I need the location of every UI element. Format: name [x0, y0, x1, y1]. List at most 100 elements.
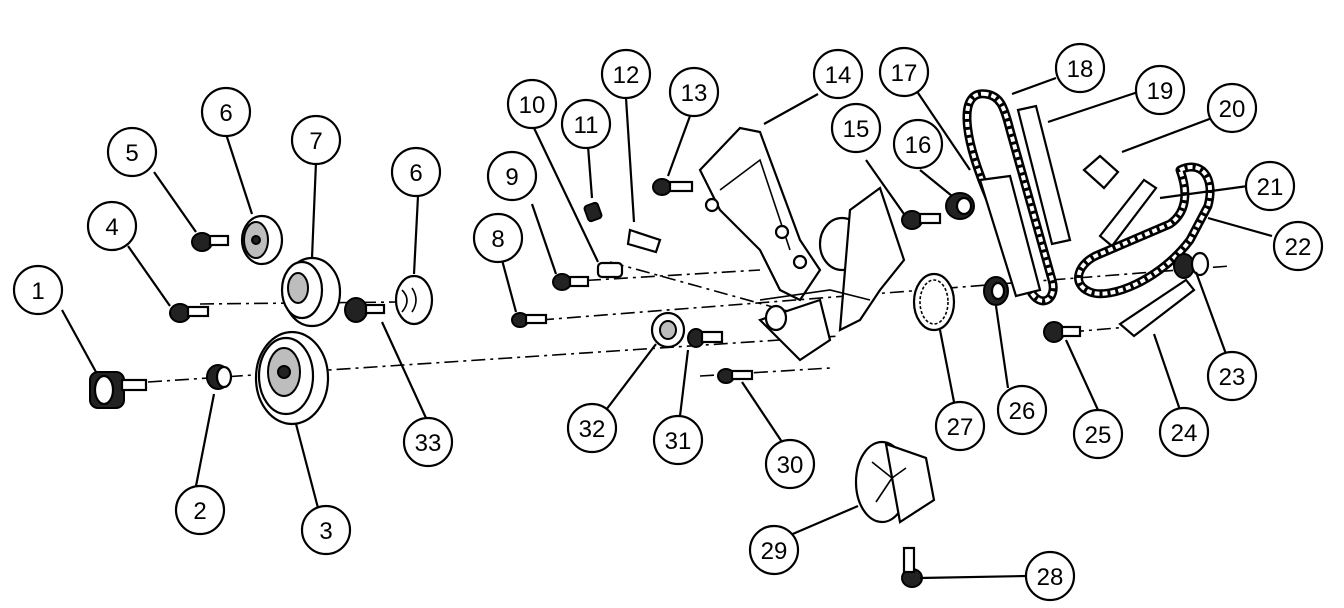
part-clip-11 — [583, 201, 603, 223]
callout-label: 8 — [491, 226, 504, 253]
part-nut-33 — [344, 297, 386, 323]
part-bracket-12 — [626, 228, 662, 254]
part-sprocket-27 — [912, 272, 956, 332]
part-guide-19 — [1016, 104, 1072, 246]
callout-label: 32 — [579, 416, 606, 443]
part-chain-22 — [1074, 162, 1215, 299]
callout-6-left: 6 — [200, 86, 252, 138]
callout-label: 1 — [31, 278, 44, 305]
part-water-pump-29 — [854, 440, 936, 524]
part-pulley-7 — [280, 256, 342, 328]
part-idler-6-left — [240, 214, 284, 266]
part-sprocket-23 — [1173, 251, 1210, 279]
callout-label: 28 — [1037, 564, 1064, 591]
callout-21: 21 — [1244, 160, 1296, 212]
part-bolt-13 — [652, 178, 694, 196]
callout-label: 2 — [193, 498, 206, 525]
callout-22: 22 — [1272, 220, 1324, 272]
part-camshaft-sprocket-assembly — [757, 186, 906, 362]
part-bolt-31 — [687, 328, 724, 348]
callout-label: 20 — [1219, 96, 1246, 123]
callout-label: 3 — [319, 518, 332, 545]
callout-2: 2 — [174, 484, 226, 536]
callout-label: 27 — [947, 414, 974, 441]
callout-label: 4 — [105, 214, 118, 241]
callout-20: 20 — [1206, 82, 1258, 134]
callout-label: 9 — [505, 164, 518, 191]
part-bolt-4 — [169, 303, 210, 323]
callout-7: 7 — [290, 114, 342, 166]
callout-16: 16 — [892, 118, 944, 170]
part-bolt-30 — [717, 368, 754, 384]
callout-19: 19 — [1134, 64, 1186, 116]
part-sprocket-26 — [983, 276, 1009, 306]
callout-27: 27 — [934, 400, 986, 452]
part-sensor-10 — [596, 261, 624, 279]
callout-1: 1 — [12, 264, 64, 316]
part-washer-32 — [650, 311, 686, 349]
callout-label: 25 — [1085, 422, 1112, 449]
callout-label: 6 — [409, 160, 422, 187]
callout-28: 28 — [1024, 550, 1076, 602]
callout-33: 33 — [402, 416, 454, 468]
callout-label: 33 — [415, 430, 442, 457]
part-washer-2 — [206, 364, 233, 390]
callout-label: 29 — [761, 538, 788, 565]
callout-10: 10 — [506, 78, 558, 130]
callout-26: 26 — [996, 384, 1048, 436]
part-bolt-1 — [89, 371, 148, 409]
callout-label: 22 — [1285, 234, 1312, 261]
callout-25: 25 — [1072, 408, 1124, 460]
callout-15: 15 — [830, 102, 882, 154]
part-bolt-25 — [1043, 321, 1082, 343]
callout-label: 11 — [574, 112, 599, 139]
part-timing-chain-18 — [962, 89, 1058, 306]
callout-11: 11 — [560, 98, 612, 150]
part-idler-6-right — [394, 274, 434, 326]
callout-8: 8 — [472, 212, 524, 264]
callout-label: 6 — [219, 100, 232, 127]
callout-24: 24 — [1158, 406, 1210, 458]
part-guide-17 — [978, 174, 1042, 298]
callout-3: 3 — [300, 504, 352, 556]
callout-14: 14 — [812, 48, 864, 100]
callout-label: 26 — [1009, 398, 1036, 425]
callout-label: 10 — [519, 92, 546, 119]
callout-17: 17 — [878, 46, 930, 98]
callout-label: 19 — [1147, 78, 1174, 105]
part-timing-cover-14 — [698, 126, 822, 302]
callout-4: 4 — [86, 200, 138, 252]
callout-31: 31 — [652, 414, 704, 466]
part-guide-24 — [1118, 278, 1196, 338]
leader-lines — [61, 76, 1273, 580]
callout-30: 30 — [764, 438, 816, 490]
part-nut-16 — [945, 192, 975, 220]
callout-label: 5 — [125, 140, 138, 167]
callout-label: 7 — [309, 128, 322, 155]
callout-5: 5 — [106, 126, 158, 178]
callout-32: 32 — [566, 402, 618, 454]
callout-label: 23 — [1219, 364, 1246, 391]
part-bolt-8 — [511, 312, 548, 328]
callout-label: 15 — [843, 116, 870, 143]
callout-18: 18 — [1054, 42, 1106, 94]
callout-label: 30 — [777, 452, 804, 479]
part-bolt-15 — [901, 210, 942, 230]
callout-label: 21 — [1257, 174, 1284, 201]
callout-label: 12 — [613, 62, 640, 89]
callout-label: 31 — [665, 428, 692, 455]
callout-13: 13 — [668, 66, 720, 118]
callout-6-right: 6 — [390, 146, 442, 198]
part-bolt-9 — [552, 273, 590, 291]
callout-label: 14 — [825, 62, 852, 89]
callout-label: 24 — [1171, 420, 1198, 447]
callout-label: 16 — [905, 132, 932, 159]
part-tensioner-20 — [1082, 154, 1120, 190]
callout-label: 13 — [681, 80, 708, 107]
callout-23: 23 — [1206, 350, 1258, 402]
part-bolt-28 — [901, 546, 923, 588]
part-pulley-3 — [254, 330, 330, 426]
callout-29: 29 — [748, 524, 800, 576]
part-guide-21 — [1098, 178, 1158, 248]
